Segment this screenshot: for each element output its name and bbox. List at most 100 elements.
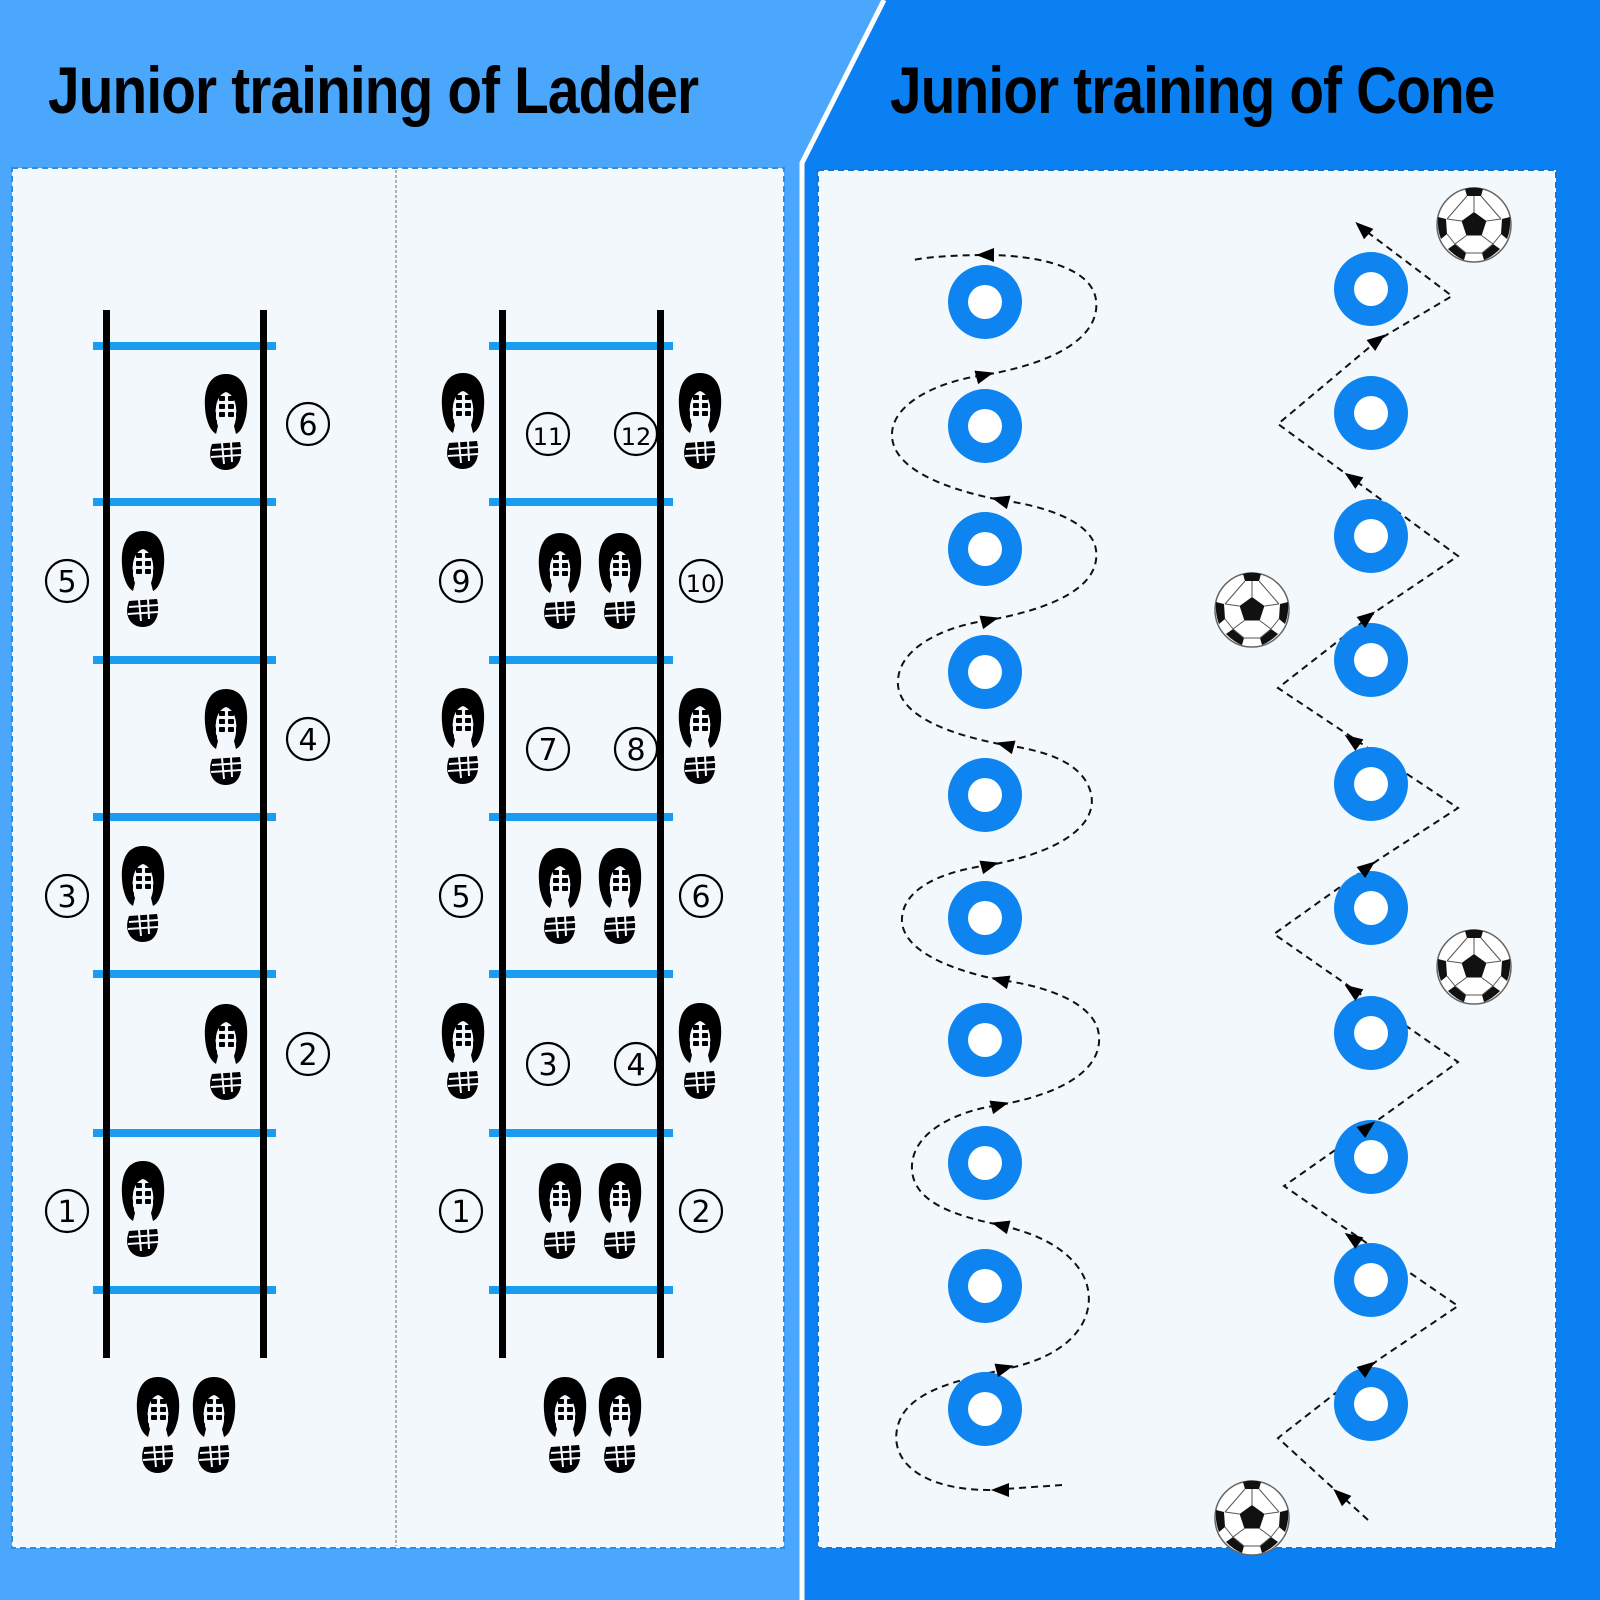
arrow-icon [994,1363,1014,1378]
step-number: 2 [691,1195,710,1230]
step-number-badge: 5 [438,873,484,919]
agility-ladder: 1 2 3 4 5 6 [44,310,331,1474]
cone-hole [968,409,1002,443]
cone-marker [948,512,1022,586]
cone-marker [1334,871,1408,945]
step-number-badge: 1 [438,1188,484,1234]
step-number-badge: 4 [613,1041,659,1087]
step-circle [285,401,331,447]
soccer-ball-icon [1436,928,1512,1005]
step-circle [438,873,484,919]
step-circle [678,558,724,604]
step-number-badge: 6 [678,873,724,919]
cone-marker [948,265,1022,339]
arrow-icon [1356,611,1376,629]
ladder-rung [489,656,673,664]
step-circle [678,873,724,919]
step-number: 10 [686,570,717,598]
cone-hole [968,778,1002,812]
cone-marker [948,881,1022,955]
zigzag-drill [1214,186,1512,1556]
cone-hole [968,1023,1002,1057]
dashed-path [1272,227,1460,1521]
soccer-ball-icon [1214,571,1290,648]
ladder-rung [489,970,673,978]
cone-hole [968,532,1002,566]
cone-marker [1334,499,1408,573]
arrow-icon [976,248,994,262]
arrow-icon [991,495,1011,510]
step-number: 3 [538,1048,557,1083]
cone-marker [1334,1367,1408,1441]
cone-hole [1354,643,1388,677]
arrow-icon [989,1100,1009,1115]
cone-hole [1354,891,1388,925]
step-circle [44,1188,90,1234]
arrow-icon [979,615,999,630]
step-number: 11 [533,423,564,451]
step-number-badge: 6 [285,401,331,447]
cone-hole [968,655,1002,689]
step-number: 3 [57,880,76,915]
step-circle [525,1041,571,1087]
arrow-icon [974,370,994,385]
cone-marker [1334,252,1408,326]
step-number: 6 [298,408,317,443]
ladder-rung [489,813,673,821]
cone-marker [948,1126,1022,1200]
soccer-ball-icon [1436,186,1512,263]
step-number: 8 [626,733,645,768]
cone-hole [1354,1263,1388,1297]
arrow-icon [1356,1361,1376,1379]
step-number: 5 [57,565,76,600]
step-number-badge: 3 [525,1041,571,1087]
soccer-ball-icon [1214,1479,1290,1556]
ladder-rung [93,498,276,506]
cone-hole [1354,396,1388,430]
step-circle [438,558,484,604]
step-number-badge: 1 [44,1188,90,1234]
step-circle [613,726,659,772]
step-number: 4 [626,1048,645,1083]
cone-marker [1334,1120,1408,1194]
step-number-badge: 4 [285,716,331,762]
step-circle [438,1188,484,1234]
cone-hole [1354,1387,1388,1421]
ladder-rung [93,813,276,821]
ladder-rung [93,1286,276,1294]
ladder-rung [93,656,276,664]
cone-hole [1354,1140,1388,1174]
cone-hole [1354,1016,1388,1050]
cone-section-title: Junior training of Cone [890,53,1495,127]
step-number-badge: 5 [44,558,90,604]
arrow-icon [991,1483,1009,1497]
cone-marker [948,1003,1022,1077]
cone-marker [1334,623,1408,697]
step-number-badge: 11 [525,411,571,457]
cone-hole [1354,272,1388,306]
step-number: 7 [538,733,557,768]
cone-marker [1334,376,1408,450]
ladder-rail [499,310,506,1358]
step-number: 12 [621,423,652,451]
ladder-rung [93,342,276,350]
arrow-icon [991,975,1011,990]
cone-hole [968,1269,1002,1303]
cone-hole [968,285,1002,319]
ladder-section-title: Junior training of Ladder [48,53,699,127]
cone-marker [948,635,1022,709]
arrow-icon [1366,334,1386,352]
step-circle [285,716,331,762]
step-number-badge: 12 [613,411,659,457]
step-circle [613,1041,659,1087]
arrow-icon [1344,472,1364,489]
cone-marker [1334,1243,1408,1317]
ladder-rung [489,342,673,350]
step-number: 1 [451,1195,470,1230]
arrow-icon [1356,1121,1376,1139]
step-number-badge: 2 [285,1031,331,1077]
